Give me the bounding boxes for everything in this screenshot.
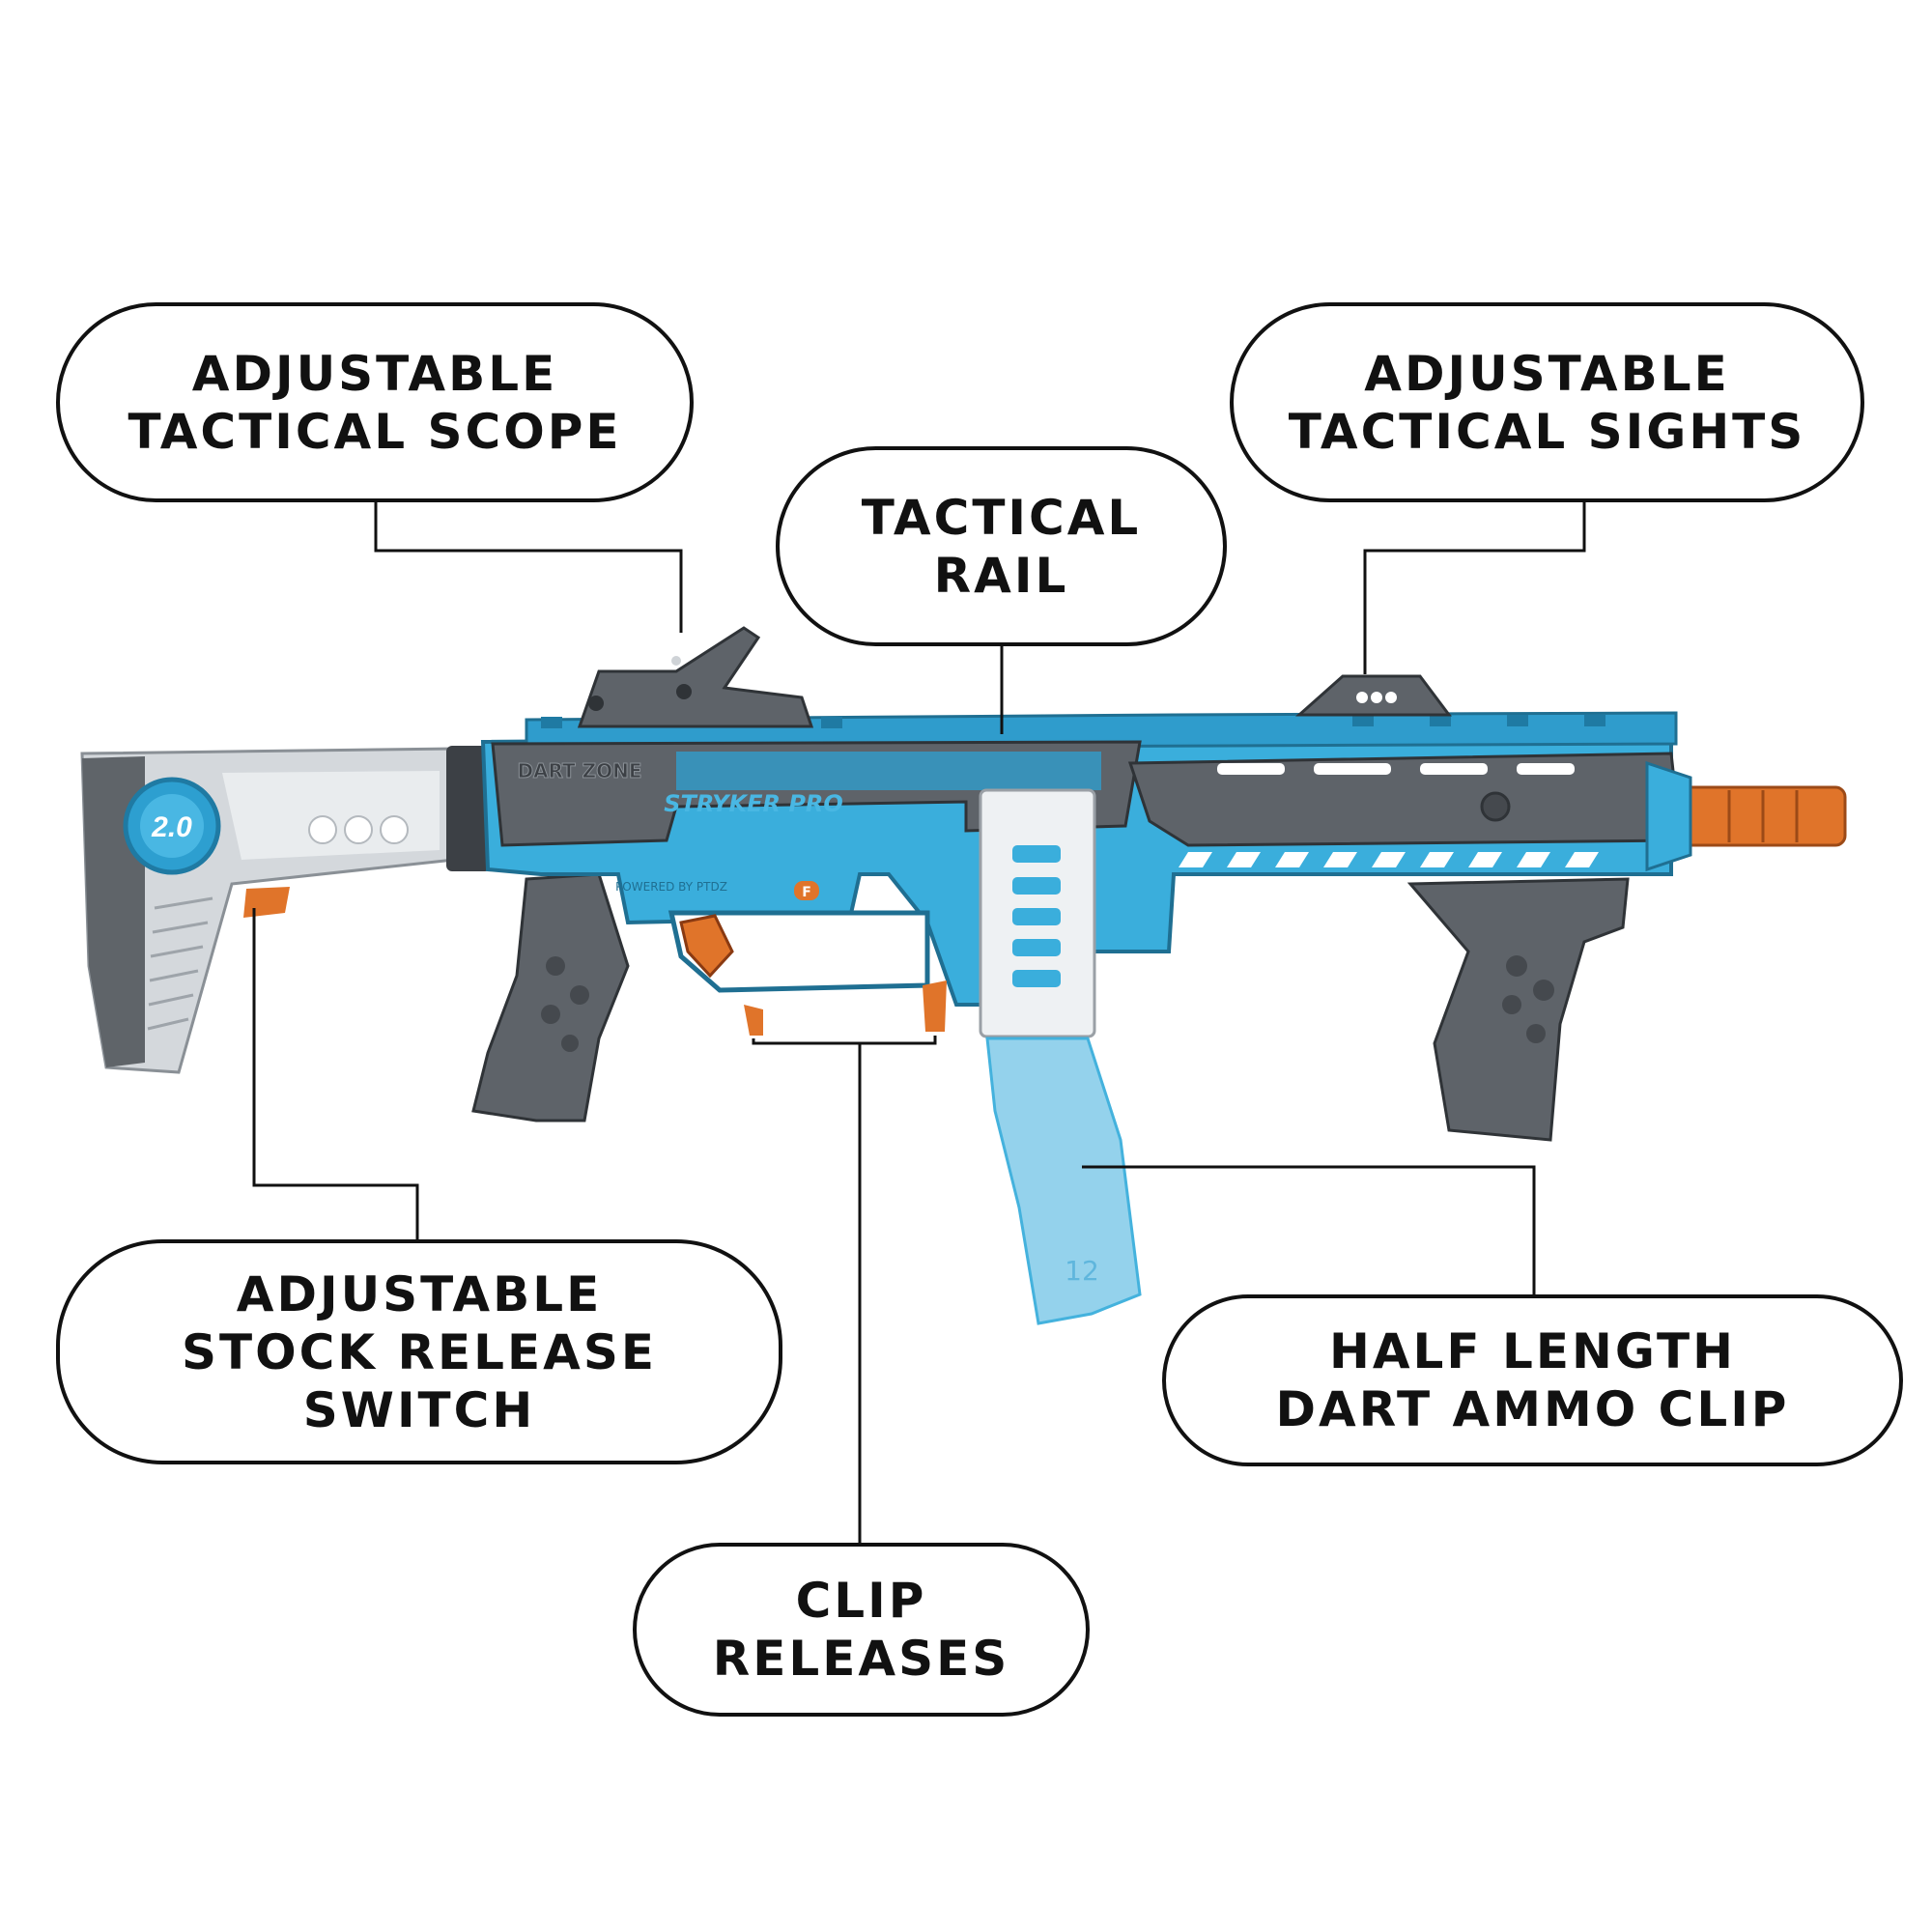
callout-release-line1: CLIP [795, 1573, 927, 1629]
callout-dart-ammo-clip: HALF LENGTH DART AMMO CLIP [1162, 1294, 1903, 1466]
fire-mode-indicator: F [794, 881, 819, 900]
callout-sights-line1: ADJUSTABLE [1364, 345, 1730, 402]
tactical-sights[interactable] [1295, 674, 1452, 717]
callout-rail-line1: TACTICAL [861, 489, 1142, 546]
leader-line-scope [374, 502, 683, 633]
barrel-shroud [1645, 760, 1692, 872]
pistol-grip [471, 872, 630, 1122]
magazine-number: 12 [1065, 1255, 1099, 1287]
callout-clip-releases: CLIP RELEASES [633, 1543, 1090, 1717]
tactical-scope[interactable] [577, 626, 814, 728]
trigger-guard [668, 910, 930, 993]
clip-release-right[interactable] [923, 980, 947, 1032]
leader-line-stock [252, 908, 419, 1239]
svg-text:F: F [802, 885, 811, 900]
callout-tactical-scope: ADJUSTABLE TACTICAL SCOPE [56, 302, 694, 502]
callout-stock-line2: STOCK RELEASE [181, 1323, 657, 1380]
handguard-panel [1127, 752, 1683, 847]
callout-stock-line1: ADJUSTABLE [236, 1265, 603, 1322]
buffer-tube [446, 746, 491, 871]
callout-stock-line3: SWITCH [302, 1381, 536, 1438]
leader-line-release [752, 1036, 937, 1045]
callout-release-line2: RELEASES [712, 1631, 1010, 1687]
trigger[interactable] [679, 914, 734, 979]
adjustable-stock: 2.0 [80, 747, 456, 1074]
callout-sights-line2: TACTICAL SIGHTS [1288, 403, 1806, 460]
stock-badge: 2.0 [151, 811, 192, 843]
leader-line-clip [1082, 1165, 1536, 1294]
brand-logo: DART ZONE [517, 759, 641, 782]
engraving: POWERED BY PTDZ [615, 880, 727, 894]
dart-ammo-clip[interactable] [985, 1037, 1142, 1325]
callout-scope-line1: ADJUSTABLE [191, 345, 558, 402]
callout-scope-line2: TACTICAL SCOPE [128, 403, 622, 460]
rail-texture [676, 752, 1101, 790]
callout-stock-release-switch: ADJUSTABLE STOCK RELEASE SWITCH [56, 1239, 782, 1464]
leader-line-sights [1363, 502, 1586, 674]
clip-release-left[interactable] [744, 1005, 763, 1036]
callout-clip-line2: DART AMMO CLIP [1275, 1381, 1790, 1437]
callout-tactical-rail: TACTICAL RAIL [776, 446, 1227, 646]
model-name: STRYKER PRO [664, 790, 843, 817]
callout-clip-line1: HALF LENGTH [1329, 1323, 1736, 1379]
callout-rail-line2: RAIL [933, 547, 1069, 604]
callout-tactical-sights: ADJUSTABLE TACTICAL SIGHTS [1230, 302, 1864, 502]
